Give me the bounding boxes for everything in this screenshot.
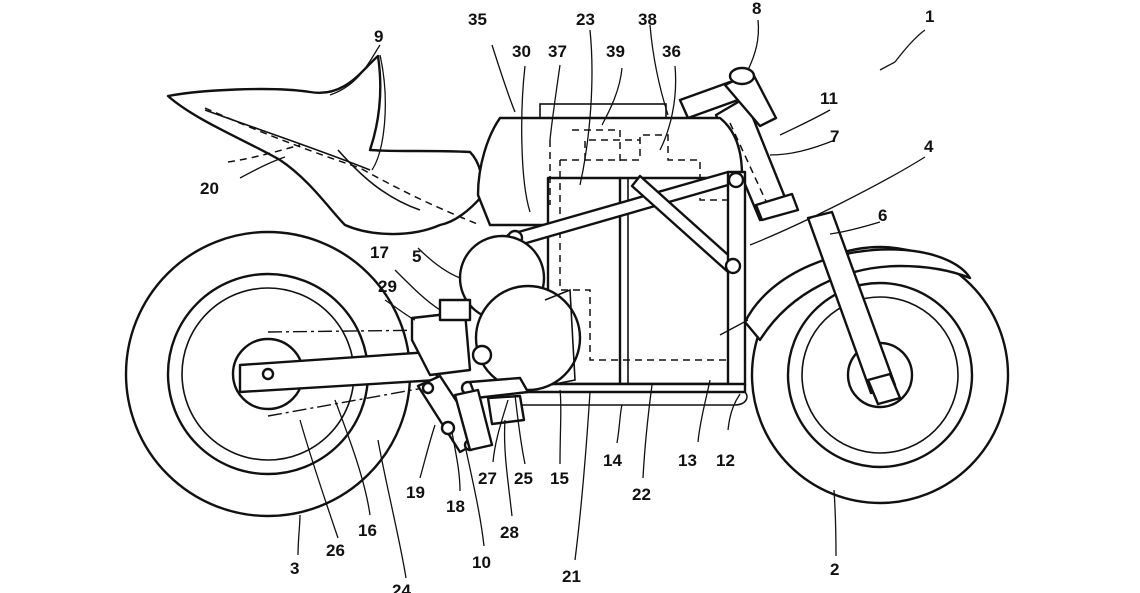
label-3: 3 — [290, 559, 299, 578]
label-14: 14 — [603, 451, 622, 470]
label-8: 8 — [752, 0, 761, 18]
swing-arm — [238, 298, 530, 426]
label-5: 5 — [412, 247, 421, 266]
label-19: 19 — [406, 483, 425, 502]
label-35: 35 — [468, 10, 487, 29]
main-frame — [506, 170, 748, 406]
label-39: 39 — [606, 42, 625, 61]
label-29: 29 — [378, 277, 397, 296]
label-13: 13 — [678, 451, 697, 470]
label-20: 20 — [200, 179, 219, 198]
label-4: 4 — [924, 137, 934, 156]
label-24: 24 — [392, 581, 411, 593]
leader-lines — [239, 19, 926, 579]
label-18: 18 — [446, 497, 465, 516]
label-21: 21 — [562, 567, 581, 586]
label-2: 2 — [830, 560, 839, 579]
label-17: 17 — [370, 243, 389, 262]
label-12: 12 — [716, 451, 735, 470]
handlebar — [678, 66, 778, 128]
label-15: 15 — [550, 469, 569, 488]
label-36: 36 — [662, 42, 681, 61]
label-6: 6 — [878, 206, 887, 225]
label-9: 9 — [374, 27, 383, 46]
label-27: 27 — [478, 469, 497, 488]
label-22: 22 — [632, 485, 651, 504]
label-25: 25 — [514, 469, 533, 488]
motor — [458, 234, 582, 392]
label-7: 7 — [830, 127, 839, 146]
label-37: 37 — [548, 42, 567, 61]
label-23: 23 — [576, 10, 595, 29]
label-28: 28 — [500, 523, 519, 542]
label-30: 30 — [512, 42, 531, 61]
suspension-link — [416, 374, 494, 454]
label-10: 10 — [472, 553, 491, 572]
seat-and-tail-cowl — [166, 54, 484, 236]
front-fork — [714, 96, 902, 406]
reference-numerals: 1 8 11 7 4 6 9 20 35 30 37 23 39 38 36 1… — [200, 0, 934, 593]
label-1: 1 — [925, 7, 934, 26]
label-26: 26 — [326, 541, 345, 560]
label-16: 16 — [358, 521, 377, 540]
front-fender — [743, 248, 972, 342]
front-wheel — [750, 245, 1010, 505]
label-11: 11 — [820, 89, 838, 108]
label-38: 38 — [638, 10, 657, 29]
